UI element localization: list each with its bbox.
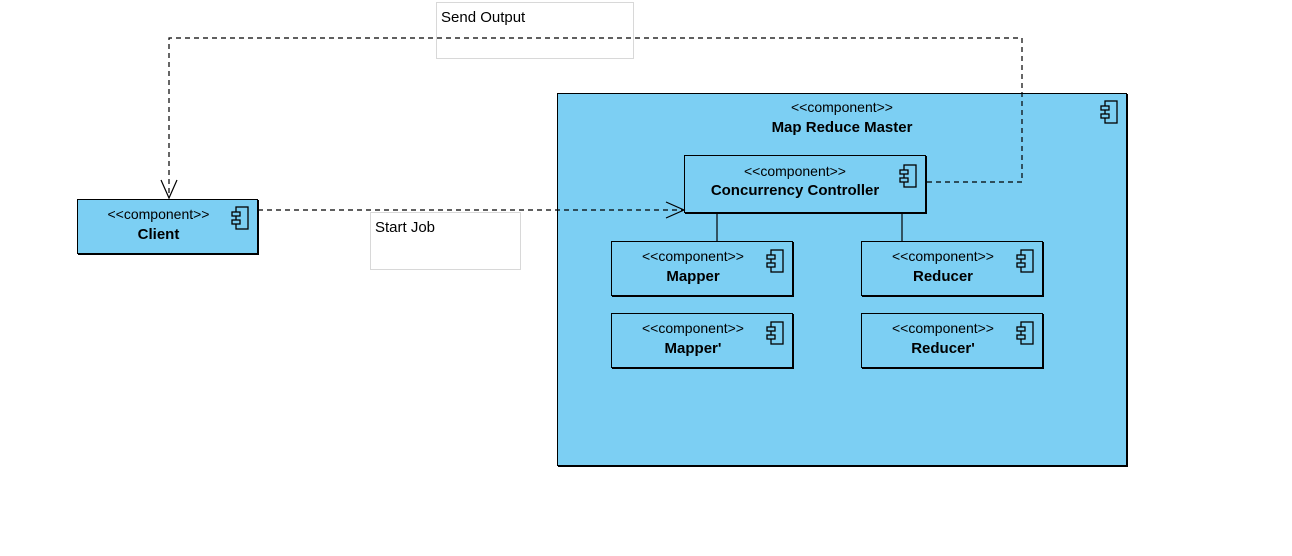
stereotype-label: <<component>> xyxy=(892,248,994,264)
stereotype-label: <<component>> xyxy=(642,248,744,264)
send-output-note: Send Output xyxy=(436,2,634,59)
stereotype-label: <<component>> xyxy=(107,206,210,222)
send-output-arrowhead xyxy=(160,179,178,200)
component-icon xyxy=(766,321,784,345)
component-name: Mapper' xyxy=(664,340,722,357)
component-icon xyxy=(899,164,917,188)
client-component[interactable]: <<component>> Client xyxy=(77,199,258,254)
component-icon xyxy=(1016,321,1034,345)
component-name: Client xyxy=(137,226,180,243)
start-job-arrowhead xyxy=(665,201,686,219)
start-job-note: Start Job xyxy=(370,212,521,270)
component-name: Map Reduce Master xyxy=(771,119,913,136)
component-name: Mapper xyxy=(666,268,720,285)
start-job-label: Start Job xyxy=(375,219,436,236)
component-name: Concurrency Controller xyxy=(710,182,880,199)
concurrency-controller-component[interactable]: <<component>> Concurrency Controller xyxy=(684,155,926,213)
stereotype-label: <<component>> xyxy=(642,320,744,336)
component-icon xyxy=(1016,249,1034,273)
component-name: Reducer' xyxy=(911,340,975,357)
reducer-prime-component[interactable]: <<component>> Reducer' xyxy=(861,313,1043,368)
mapper-prime-component[interactable]: <<component>> Mapper' xyxy=(611,313,793,368)
reducer-component[interactable]: <<component>> Reducer xyxy=(861,241,1043,296)
component-name: Reducer xyxy=(912,268,974,285)
send-output-label: Send Output xyxy=(441,9,526,26)
mapper-component[interactable]: <<component>> Mapper xyxy=(611,241,793,296)
stereotype-label: <<component>> xyxy=(791,99,893,115)
send-output-dependency[interactable] xyxy=(168,37,1023,196)
component-icon xyxy=(766,249,784,273)
stereotype-label: <<component>> xyxy=(744,163,846,179)
stereotype-label: <<component>> xyxy=(892,320,994,336)
component-icon xyxy=(1100,100,1118,124)
component-icon xyxy=(231,206,249,230)
